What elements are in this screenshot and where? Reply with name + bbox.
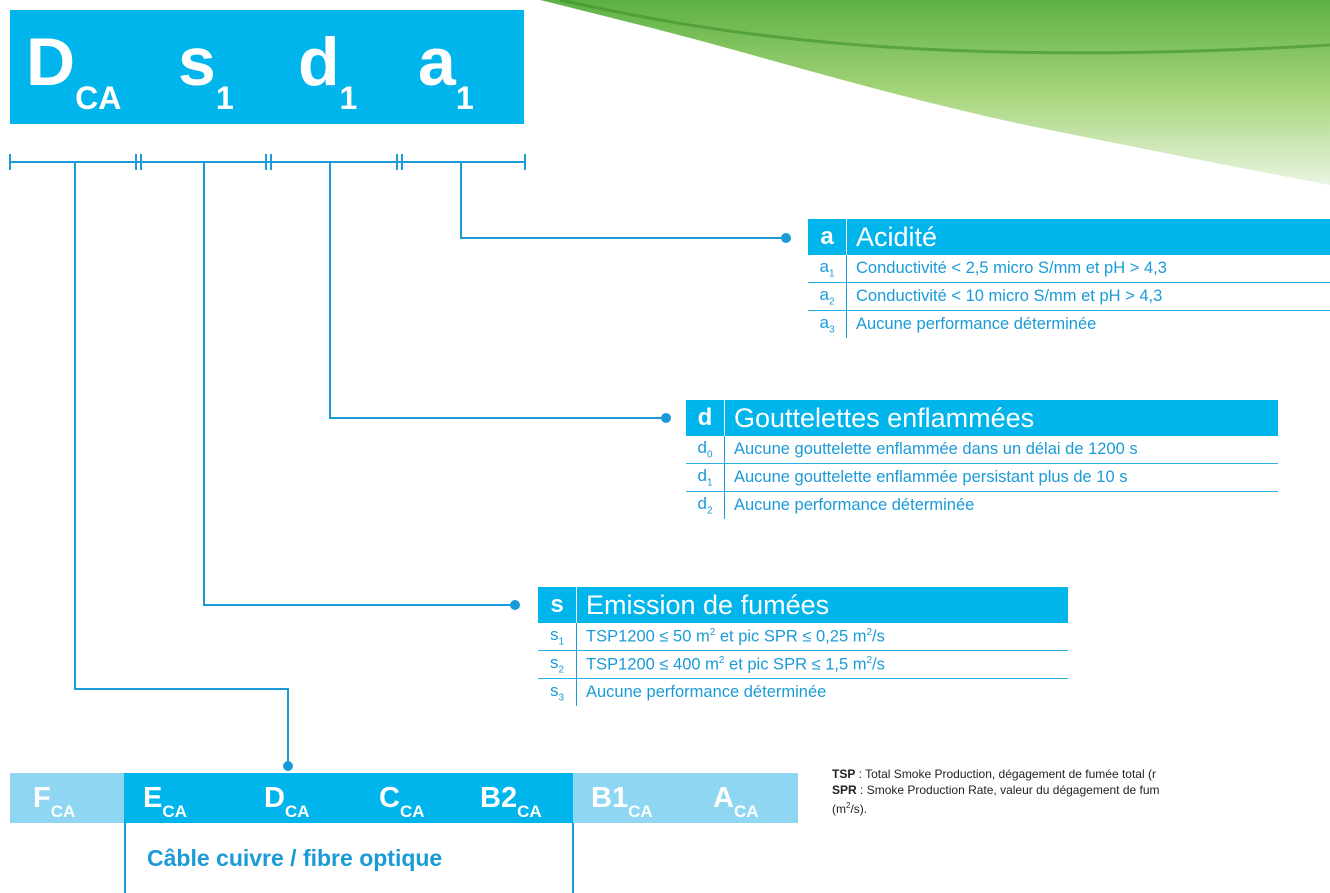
row-code: a1 xyxy=(819,257,835,280)
row-separator xyxy=(724,464,725,491)
class-label: DCA xyxy=(264,782,310,821)
row-text: Aucune performance déterminée xyxy=(586,683,827,701)
table-row: a3 Aucune performance déterminée xyxy=(808,311,1330,338)
smoke-letter: s xyxy=(550,591,564,618)
row-code: s3 xyxy=(549,681,565,704)
cable-type-label: Câble cuivre / fibre optique xyxy=(147,845,443,871)
droplets-title: Gouttelettes enflammées xyxy=(734,402,1035,433)
row-code: d2 xyxy=(697,494,713,517)
class-scale-bar: FCA ECA DCA CCA B2CA B1CA ACA xyxy=(10,773,798,823)
table-row: a2 Conductivité < 10 micro S/mm et pH > … xyxy=(808,283,1330,311)
droplets-letter: d xyxy=(697,404,713,431)
code-class: DCA xyxy=(26,24,122,116)
row-text: Conductivité < 2,5 micro S/mm et pH > 4,… xyxy=(856,259,1167,277)
table-row: d1 Aucune gouttelette enflammée persista… xyxy=(686,464,1278,492)
header-divider xyxy=(846,219,847,255)
row-text: Aucune performance déterminée xyxy=(856,315,1097,333)
row-separator xyxy=(846,255,847,282)
row-separator xyxy=(576,651,577,678)
class-label: B2CA xyxy=(480,782,542,821)
row-separator xyxy=(846,283,847,310)
smoke-header: s Emission de fumées xyxy=(538,587,1068,623)
acidity-header: a Acidité xyxy=(808,219,1330,255)
class-label: FCA xyxy=(33,782,76,821)
acidity-title: Acidité xyxy=(856,221,938,252)
table-row: s1 TSP1200 ≤ 50 m2 et pic SPR ≤ 0,25 m2/… xyxy=(538,623,1068,651)
table-row: d0 Aucune gouttelette enflammée dans un … xyxy=(686,436,1278,464)
table-row: d2 Aucune performance déterminée xyxy=(686,492,1278,519)
row-code: s2 xyxy=(549,653,565,676)
row-text: Aucune gouttelette enflammée persistant … xyxy=(734,468,1128,486)
row-separator xyxy=(846,311,847,338)
classification-code-box: DCA s1 d1 a1 xyxy=(10,10,524,124)
row-text: Aucune gouttelette enflammée dans un dél… xyxy=(734,440,1138,458)
code-droplets: d1 xyxy=(298,24,358,116)
row-code: d1 xyxy=(697,466,713,489)
note-tsp: TSP : Total Smoke Production, dégagement… xyxy=(832,767,1156,781)
class-cell-cable-range xyxy=(124,773,573,823)
class-label: ACA xyxy=(713,782,759,821)
acidity-letter: a xyxy=(820,223,834,250)
class-label: ECA xyxy=(143,782,187,821)
abbreviation-notes: TSP : Total Smoke Production, dégagement… xyxy=(832,766,1330,817)
row-text: Conductivité < 10 micro S/mm et pH > 4,3 xyxy=(856,287,1163,305)
note-unit: (m2/s). xyxy=(832,801,868,816)
code-smoke: s1 xyxy=(178,24,234,116)
acidity-table: a Acidité a1 Conductivité < 2,5 micro S/… xyxy=(808,219,1330,338)
droplets-table: d Gouttelettes enflammées d0 Aucune gout… xyxy=(686,400,1278,519)
green-band xyxy=(540,0,1330,185)
droplets-header: d Gouttelettes enflammées xyxy=(686,400,1278,436)
class-label: CCA xyxy=(379,782,425,821)
row-separator xyxy=(724,492,725,519)
row-separator xyxy=(576,679,577,706)
code-acidity: a1 xyxy=(418,24,474,116)
class-label: B1CA xyxy=(591,782,653,821)
row-code: a2 xyxy=(819,285,835,308)
smoke-table: s Emission de fumées s1 TSP1200 ≤ 50 m2 … xyxy=(538,587,1068,706)
table-row: a1 Conductivité < 2,5 micro S/mm et pH >… xyxy=(808,255,1330,283)
class-cell-light xyxy=(10,773,124,823)
row-text: Aucune performance déterminée xyxy=(734,496,975,514)
row-code: a3 xyxy=(819,313,835,336)
row-code: d0 xyxy=(697,438,713,461)
row-separator xyxy=(576,623,577,650)
row-text: TSP1200 ≤ 400 m2 et pic SPR ≤ 1,5 m2/s xyxy=(586,654,885,674)
header-divider xyxy=(576,587,577,623)
table-row: s3 Aucune performance déterminée xyxy=(538,679,1068,706)
row-separator xyxy=(724,436,725,463)
class-cell-light xyxy=(573,773,798,823)
note-spr: SPR : Smoke Production Rate, valeur du d… xyxy=(832,783,1160,797)
smoke-title: Emission de fumées xyxy=(586,589,830,620)
row-code: s1 xyxy=(549,625,565,648)
row-text: TSP1200 ≤ 50 m2 et pic SPR ≤ 0,25 m2/s xyxy=(586,626,885,646)
table-row: s2 TSP1200 ≤ 400 m2 et pic SPR ≤ 1,5 m2/… xyxy=(538,651,1068,679)
header-divider xyxy=(724,400,725,436)
